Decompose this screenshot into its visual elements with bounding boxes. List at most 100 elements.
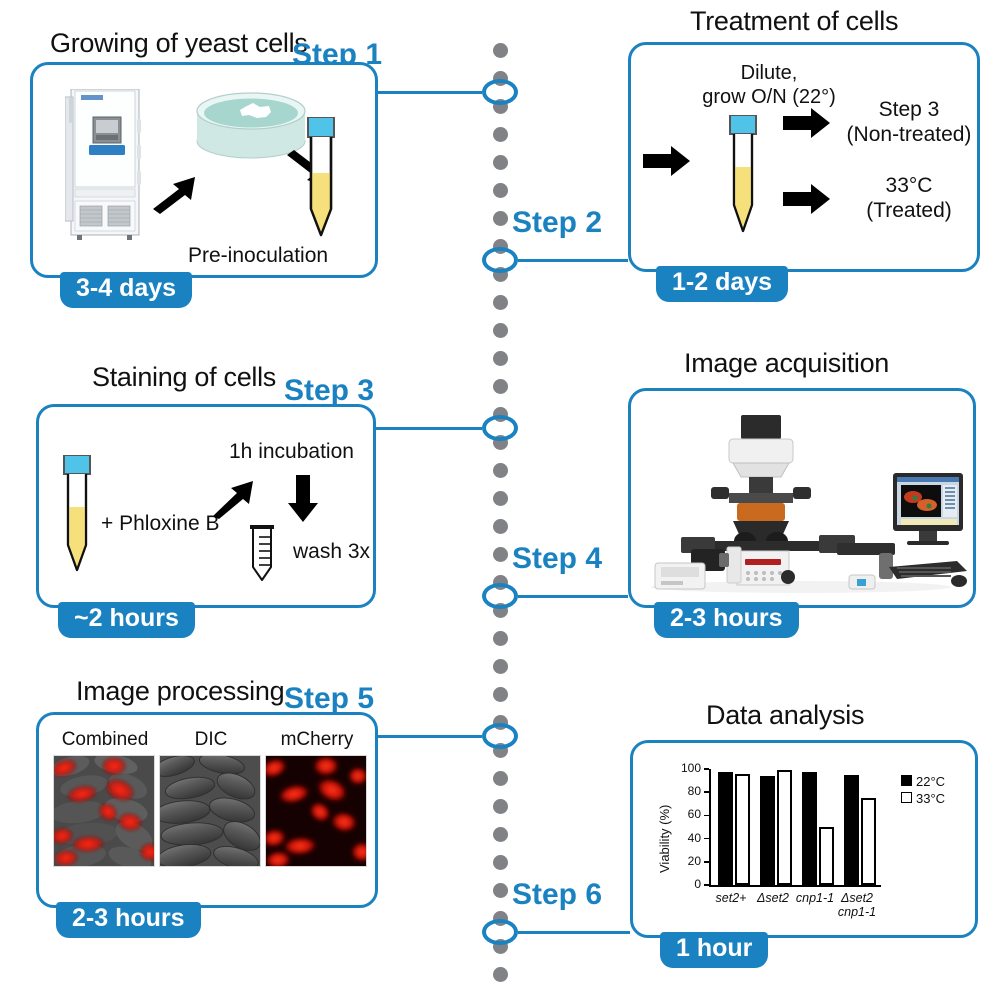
panel-title-processing: Image processing [76,676,285,706]
wash-tube-icon [245,525,279,583]
phloxine-label: + Phloxine B [101,512,220,535]
timeline-dot [492,322,508,338]
chart-x-tick-label: cnp1-1 [795,891,835,905]
duration-badge-acquisition: 2-3 hours [654,602,799,638]
chart-y-tick: 40 [687,830,701,845]
chart-legend-swatch [901,775,912,786]
duration-badge-processing: 2-3 hours [56,902,201,938]
chart-x-axis [709,885,881,887]
timeline-dot [492,126,508,142]
duration-badge-growing: 3-4 days [60,272,193,308]
timeline-step-marker-1[interactable] [482,79,518,105]
chart-bar [861,798,876,885]
timeline-step-marker-3[interactable] [482,415,518,441]
timeline-dot [492,42,508,58]
micrograph-dic [159,755,261,867]
timeline-dot [492,658,508,674]
connector-step-1 [378,90,482,94]
timeline-dot [492,154,508,170]
pre-inoculation-label: Pre-inoculation [188,244,329,267]
timeline-dot [492,798,508,814]
panel-title-growing: Growing of yeast cells [50,28,308,58]
timeline-dot [492,462,508,478]
chart-y-axis [709,769,711,885]
timeline-dot [492,686,508,702]
treatment-tube-icon [723,114,763,240]
chart-y-tickmark [704,884,709,886]
timeline-dot [492,854,508,870]
culture-tube-icon [301,116,341,245]
branch1-line2: (Non-treated) [846,123,972,147]
chart-x-tick-label: set2+ [715,891,747,905]
arrow-to-incubation [211,479,255,519]
timeline-dot [492,182,508,198]
timeline-dot [492,350,508,366]
timeline-dot [492,546,508,562]
freezer-icon [64,88,145,241]
chart-bar [735,773,750,885]
chart-y-tick: 0 [694,877,701,891]
timeline-dot [492,490,508,506]
timeline-dot [492,882,508,898]
micrograph-mcherry [265,755,367,867]
chart-x-tick-label: Δset2 [756,891,789,905]
arrow-down-to-wash [287,475,319,523]
branch-treated-label: 33°C (Treated) [839,173,979,223]
chart-bar [819,827,834,885]
chart-bar [777,770,792,885]
chart-y-tickmark [704,814,709,817]
panel-growing-of-yeast-cells: Pre-inoculation [30,62,378,278]
step-label-3: Step 3 [283,374,374,407]
chart-legend-swatch [901,792,912,803]
panel-title-treatment: Treatment of cells [690,6,899,36]
timeline-dot [492,378,508,394]
timeline-dot [492,630,508,646]
chart-bar [718,772,733,885]
chart-legend-label: 33°C [916,791,946,806]
chart-y-tickmark [704,861,709,863]
micrograph-combined [53,755,155,867]
panel-treatment-of-cells: Dilute, grow O/N (22°) Step 3 (Non-treat… [628,42,980,272]
chart-y-axis-label: Viability (%) [657,804,672,873]
connector-step-4 [518,594,628,598]
panel-title-staining: Staining of cells [92,362,277,392]
panel-image-acquisition [628,388,976,608]
chart-y-tick: 80 [687,784,701,799]
chart-y-tickmark [704,768,709,770]
timeline-step-marker-5[interactable] [482,723,518,749]
chart-y-tick: 100 [680,761,701,775]
duration-badge-analysis: 1 hour [660,932,769,968]
incubation-label: 1h incubation [229,440,354,463]
step-label-5: Step 5 [283,682,374,715]
dilute-instruction: Dilute, grow O/N (22°) [669,61,869,109]
microscope-workstation-icon [641,401,967,597]
timeline-step-marker-4[interactable] [482,583,518,609]
chart-bar [802,772,817,885]
timeline-dot [492,210,508,226]
connector-step-6 [518,930,630,934]
arrow-into-tube [643,145,691,177]
arrow-branch-treated [783,183,831,215]
timeline-dot [492,770,508,786]
chart-bar [760,775,775,885]
chart-y-tick: 60 [687,807,701,822]
chart-legend-label: 22°C [916,774,946,789]
staining-tube-icon [57,454,97,579]
dilute-line1: Dilute, [740,62,798,84]
step-label-4: Step 4 [512,542,603,575]
timeline-step-marker-6[interactable] [482,919,518,945]
duration-badge-treatment: 1-2 days [656,266,789,302]
branch2-line2: (Treated) [866,199,952,223]
timeline-step-marker-2[interactable] [482,247,518,273]
connector-step-5 [378,734,482,738]
timeline-dot [492,518,508,534]
panel-title-acquisition: Image acquisition [684,348,890,378]
panel-image-processing: Combined DIC mCherry [36,712,378,908]
dilute-line2: grow O/N (22°) [702,86,836,108]
channel-label-dic: DIC [194,729,228,750]
wash-label: wash 3x [293,540,371,563]
